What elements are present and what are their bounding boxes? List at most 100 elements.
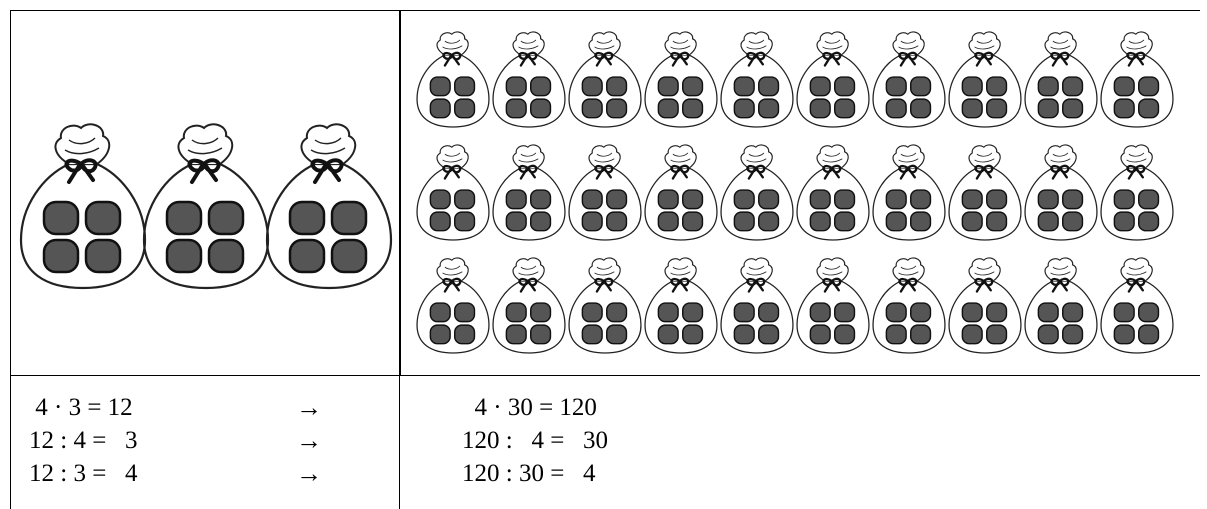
coin-icon bbox=[759, 212, 779, 231]
arrow-1: → bbox=[296, 393, 322, 423]
coin-icon bbox=[962, 190, 982, 209]
coin-icon bbox=[607, 325, 627, 344]
coin-icon bbox=[810, 190, 830, 209]
coin-icon bbox=[1114, 77, 1134, 96]
coin-icon bbox=[209, 240, 243, 272]
coin-icon bbox=[582, 77, 602, 96]
coin-icon bbox=[582, 99, 602, 118]
left-equations-cell: 4 · 3 = 12 → 12 : 4 = 3 → 12 : 3 = 4 → bbox=[10, 376, 400, 509]
coin-icon bbox=[658, 325, 678, 344]
coin-icon bbox=[290, 240, 324, 272]
money-bag-icon bbox=[873, 32, 945, 127]
coin-icon bbox=[987, 190, 1007, 209]
coin-icon bbox=[430, 212, 450, 231]
coin-icon bbox=[1063, 190, 1083, 209]
money-bag-icon bbox=[721, 32, 793, 127]
coin-icon bbox=[734, 325, 754, 344]
coin-icon bbox=[332, 240, 366, 272]
coin-icon bbox=[455, 77, 475, 96]
coin-icon bbox=[430, 303, 450, 322]
coin-icon bbox=[886, 99, 906, 118]
money-bag-icon bbox=[949, 145, 1021, 240]
coin-icon bbox=[886, 325, 906, 344]
coin-icon bbox=[810, 303, 830, 322]
coin-icon bbox=[810, 325, 830, 344]
coin-icon bbox=[1139, 325, 1159, 344]
coin-icon bbox=[1063, 77, 1083, 96]
arrow-3: → bbox=[296, 459, 322, 489]
coin-icon bbox=[1139, 77, 1159, 96]
money-bag-icon bbox=[645, 258, 717, 353]
coin-icon bbox=[455, 303, 475, 322]
coin-icon bbox=[531, 303, 551, 322]
coin-icon bbox=[911, 212, 931, 231]
coin-icon bbox=[607, 303, 627, 322]
coin-icon bbox=[430, 190, 450, 209]
money-bag-icon bbox=[493, 258, 565, 353]
coin-icon bbox=[835, 77, 855, 96]
coin-icon bbox=[430, 77, 450, 96]
coin-icon bbox=[167, 202, 201, 234]
coin-icon bbox=[911, 303, 931, 322]
coin-icon bbox=[962, 325, 982, 344]
coin-icon bbox=[607, 99, 627, 118]
coin-icon bbox=[167, 240, 201, 272]
coin-icon bbox=[1114, 99, 1134, 118]
money-bag-icon bbox=[949, 258, 1021, 353]
coin-icon bbox=[835, 303, 855, 322]
coin-icon bbox=[1038, 212, 1058, 231]
coin-icon bbox=[607, 190, 627, 209]
coin-icon bbox=[86, 202, 120, 234]
coin-icon bbox=[1114, 303, 1134, 322]
coin-icon bbox=[44, 202, 78, 234]
coin-icon bbox=[810, 77, 830, 96]
coin-icon bbox=[911, 325, 931, 344]
money-bag-icon bbox=[417, 258, 489, 353]
coin-icon bbox=[1139, 212, 1159, 231]
money-bag-icon bbox=[493, 32, 565, 127]
coin-icon bbox=[683, 303, 703, 322]
coin-icon bbox=[332, 202, 366, 234]
coin-icon bbox=[835, 190, 855, 209]
right-equations-cell: 4 · 30 = 120 120 : 4 = 30 120 : 30 = 4 bbox=[400, 376, 1200, 509]
money-bag-icon bbox=[1101, 258, 1173, 353]
coin-icon bbox=[531, 190, 551, 209]
coin-icon bbox=[683, 212, 703, 231]
coin-icon bbox=[987, 77, 1007, 96]
money-bag-icon bbox=[267, 124, 391, 288]
coin-icon bbox=[658, 190, 678, 209]
coin-icon bbox=[759, 99, 779, 118]
coin-icon bbox=[987, 325, 1007, 344]
arrow-2: → bbox=[296, 426, 322, 456]
coin-icon bbox=[290, 202, 324, 234]
money-bag-icon bbox=[1101, 145, 1173, 240]
coin-icon bbox=[658, 212, 678, 231]
coin-icon bbox=[1114, 325, 1134, 344]
coin-icon bbox=[658, 77, 678, 96]
coin-icon bbox=[734, 190, 754, 209]
coin-icon bbox=[1063, 325, 1083, 344]
coin-icon bbox=[734, 212, 754, 231]
coin-icon bbox=[582, 212, 602, 231]
coin-icon bbox=[1038, 325, 1058, 344]
money-bag-icon bbox=[645, 145, 717, 240]
coin-icon bbox=[531, 99, 551, 118]
coin-icon bbox=[86, 240, 120, 272]
coin-icon bbox=[607, 212, 627, 231]
left-illustration-cell bbox=[10, 10, 400, 376]
right-illustration-cell bbox=[400, 10, 1200, 376]
coin-icon bbox=[1114, 212, 1134, 231]
coin-icon bbox=[683, 99, 703, 118]
coin-icon bbox=[506, 99, 526, 118]
coin-icon bbox=[987, 99, 1007, 118]
coin-icon bbox=[1063, 303, 1083, 322]
money-bag-icon bbox=[797, 145, 869, 240]
coin-icon bbox=[759, 77, 779, 96]
coin-icon bbox=[1139, 99, 1159, 118]
money-bag-icon bbox=[417, 145, 489, 240]
coin-icon bbox=[506, 190, 526, 209]
money-bag-icon bbox=[144, 124, 268, 288]
coin-icon bbox=[531, 77, 551, 96]
coin-icon bbox=[683, 325, 703, 344]
money-bag-icon bbox=[797, 32, 869, 127]
